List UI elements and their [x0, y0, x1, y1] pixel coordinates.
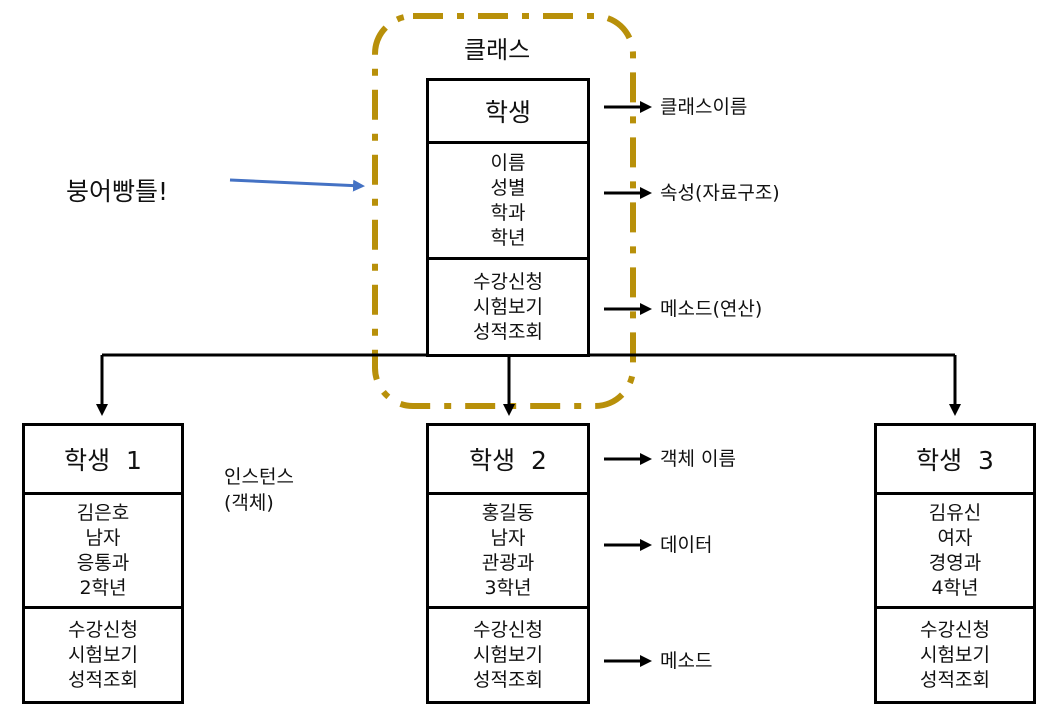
method: 성적조회: [68, 668, 138, 691]
class-frame-title: 클래스: [464, 36, 531, 64]
class-name-section: 학생: [429, 81, 587, 141]
data-value: 김은호: [76, 501, 130, 524]
data-value: 경영과: [928, 551, 982, 574]
method: 성적조회: [473, 320, 543, 343]
method: 성적조회: [920, 668, 990, 691]
class-methods-section: 수강신청 시험보기 성적조회: [429, 257, 587, 354]
annotation-text: 객체 이름: [660, 448, 736, 470]
method: 시험보기: [473, 295, 543, 318]
object-name-annotation: 객체 이름: [604, 447, 736, 471]
class-name: 학생: [484, 98, 531, 127]
instance-methods-section: 수강신청 시험보기 성적조회: [877, 606, 1033, 701]
data-value: 남자: [490, 526, 526, 549]
annotation-text: 메소드: [660, 650, 713, 672]
instance-box-1: 학생 1 김은호 남자 응통과 2학년 수강신청 시험보기 성적조회: [22, 423, 184, 704]
attribute: 학과: [490, 201, 526, 224]
analogy-label: 붕어빵틀!: [66, 177, 169, 206]
data-annotation: 데이터: [604, 533, 712, 557]
annotation-text: 데이터: [660, 534, 713, 556]
data-value: 응통과: [76, 551, 130, 574]
right-arrow-icon: [604, 303, 652, 315]
method: 수강신청: [920, 618, 990, 641]
instance-methods-section: 수강신청 시험보기 성적조회: [25, 606, 181, 701]
data-value: 3학년: [484, 576, 532, 599]
instance-methods-annotation: 메소드: [604, 649, 712, 673]
attribute: 성별: [490, 176, 526, 199]
data-value: 홍길동: [481, 501, 535, 524]
methods-annotation: 메소드(연산): [604, 297, 762, 321]
class-frame: [372, 13, 636, 409]
right-arrow-icon: [604, 101, 652, 113]
annotation-text: 클래스이름: [660, 96, 748, 118]
instance-label-line: (객체): [224, 492, 274, 514]
data-value: 관광과: [481, 551, 535, 574]
method: 성적조회: [473, 668, 543, 691]
right-arrow-icon: [604, 655, 652, 667]
instance-name: 학생 3: [916, 446, 994, 475]
method: 수강신청: [68, 618, 138, 641]
analogy-arrow: [229, 178, 365, 192]
instance-name-section: 학생 3: [877, 426, 1033, 492]
attribute: 이름: [490, 151, 526, 174]
right-arrow-icon: [604, 453, 652, 465]
method: 시험보기: [473, 643, 543, 666]
instance-name: 학생 1: [64, 446, 142, 475]
instance-data-section: 김유신 여자 경영과 4학년: [877, 492, 1033, 606]
class-attributes-section: 이름 성별 학과 학년: [429, 141, 587, 257]
attribute: 학년: [490, 226, 526, 249]
class-name-annotation: 클래스이름: [604, 95, 747, 119]
instance-label-line: 인스턴스: [224, 466, 294, 488]
instance-name-section: 학생 2: [429, 426, 587, 492]
data-value: 4학년: [931, 576, 979, 599]
instance-data-section: 김은호 남자 응통과 2학년: [25, 492, 181, 606]
instance-data-section: 홍길동 남자 관광과 3학년: [429, 492, 587, 606]
data-value: 여자: [937, 526, 973, 549]
instance-methods-section: 수강신청 시험보기 성적조회: [429, 606, 587, 701]
instance-box-3: 학생 3 김유신 여자 경영과 4학년 수강신청 시험보기 성적조회: [874, 423, 1036, 704]
method: 수강신청: [473, 270, 543, 293]
method: 시험보기: [920, 643, 990, 666]
instance-box-2: 학생 2 홍길동 남자 관광과 3학년 수강신청 시험보기 성적조회: [426, 423, 590, 704]
attributes-annotation: 속성(자료구조): [604, 181, 780, 205]
annotation-text: 메소드(연산): [660, 298, 763, 320]
method: 수강신청: [473, 618, 543, 641]
instance-name-section: 학생 1: [25, 426, 181, 492]
annotation-text: 속성(자료구조): [660, 182, 780, 204]
data-value: 김유신: [928, 501, 982, 524]
instance-name: 학생 2: [469, 446, 547, 475]
data-value: 남자: [85, 526, 121, 549]
right-arrow-icon: [604, 187, 652, 199]
right-arrow-icon: [604, 539, 652, 551]
data-value: 2학년: [79, 576, 127, 599]
instance-label: 인스턴스 (객체): [224, 464, 294, 516]
class-box: 학생 이름 성별 학과 학년 수강신청 시험보기 성적조회: [426, 78, 590, 357]
method: 시험보기: [68, 643, 138, 666]
